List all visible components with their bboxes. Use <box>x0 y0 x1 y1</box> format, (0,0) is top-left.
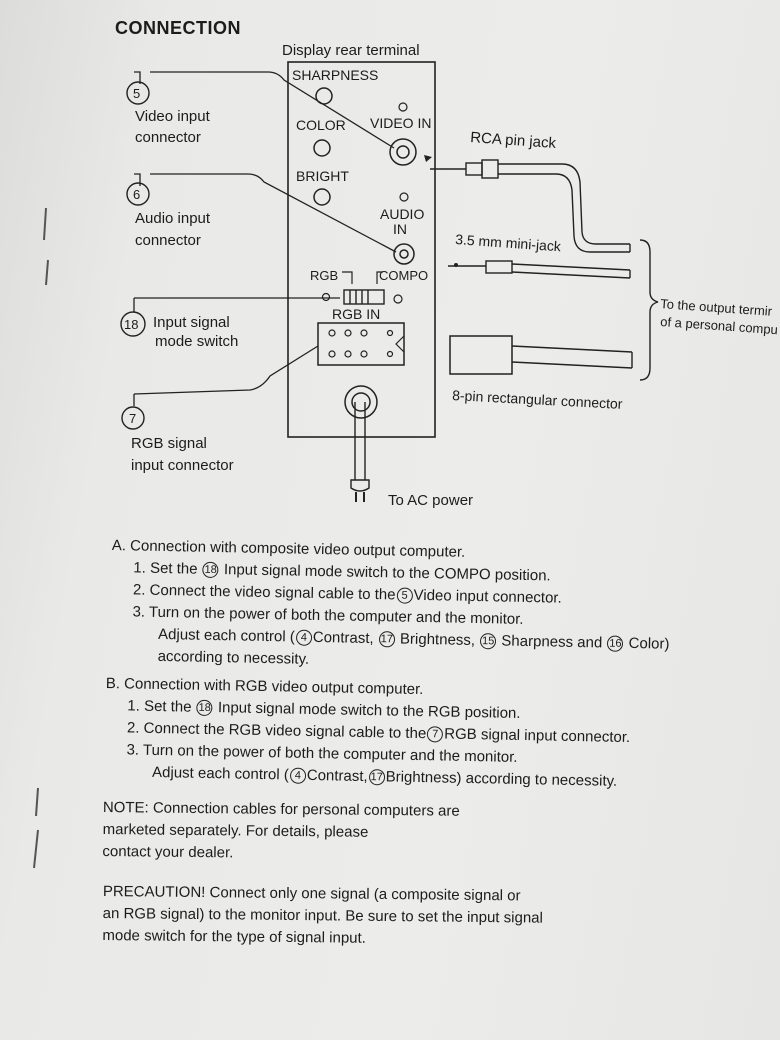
binder-mark <box>43 207 49 286</box>
rect-connector-label: 8-pin rectangular connector <box>452 387 623 412</box>
connection-diagram: Display rear terminal SHARPNESS COLOR VI… <box>43 42 778 509</box>
ac-cord-grommet-outer <box>344 385 378 419</box>
callout-18-num: 18 <box>124 317 138 332</box>
precaution-line-3: mode switch for the type of signal input… <box>102 926 366 947</box>
audio-in-jack-inner <box>399 249 409 259</box>
binder-marks-lower <box>33 787 39 869</box>
mini-jack-label: 3.5 mm mini-jack <box>455 231 563 254</box>
precaution-block: PRECAUTION! Connect only one signal (a c… <box>102 881 543 952</box>
output-brace <box>639 239 659 381</box>
callout-7-line1: RGB signal <box>131 435 207 452</box>
callout-6-line2: connector <box>135 232 201 249</box>
ac-cord <box>354 402 366 480</box>
rgb-switch-label: RGB <box>310 268 338 283</box>
video-in-jack-outer <box>389 138 417 166</box>
sharpness-label: SHARPNESS <box>292 67 378 83</box>
callout-5-line1: Video input <box>135 108 211 125</box>
callout-18-line1: Input signal <box>153 314 230 331</box>
callout-7-line2: input connector <box>131 457 234 474</box>
callout-18-line2: mode switch <box>155 333 238 350</box>
compo-switch-label: COMPO <box>379 268 428 283</box>
video-in-dot <box>398 102 408 112</box>
audio-in-dot <box>399 192 409 202</box>
video-in-jack-inner <box>396 145 410 159</box>
mini-jack-cable <box>511 263 631 279</box>
ac-power-label: To AC power <box>388 492 473 509</box>
audio-label: AUDIO <box>380 206 424 222</box>
rear-terminal-panel <box>287 61 436 438</box>
color-knob <box>313 139 331 157</box>
callout-6-num: 6 <box>133 187 140 202</box>
color-label: COLOR <box>296 117 346 133</box>
audio-in-label: IN <box>393 221 407 237</box>
callout-6-line1: Audio input <box>135 210 211 227</box>
rgb-in-label: RGB IN <box>332 306 380 322</box>
bright-knob <box>313 188 331 206</box>
callout-5-line2: connector <box>135 129 201 146</box>
rca-label: RCA pin jack <box>470 129 557 152</box>
note-line-3: contact your dealer. <box>102 842 234 862</box>
audio-in-jack-outer <box>393 243 415 265</box>
section-b: B. Connection with RGB video output comp… <box>104 673 631 793</box>
rgb-in-connector <box>317 322 405 366</box>
bright-label: BRIGHT <box>296 168 349 184</box>
rca-cable <box>498 163 630 253</box>
section-a: A. Connection with composite video outpu… <box>109 535 671 678</box>
panel-title: Display rear terminal <box>282 42 420 59</box>
mode-switch <box>343 289 385 305</box>
video-in-label: VIDEO IN <box>370 115 431 131</box>
callout-5-num: 5 <box>133 86 140 101</box>
ac-cord-grommet-inner <box>351 392 371 412</box>
page-heading: CONNECTION <box>115 18 241 38</box>
note-block: NOTE: Connection cables for personal com… <box>102 797 460 867</box>
callout-7-num: 7 <box>129 411 136 426</box>
rect-connector-body <box>449 335 513 375</box>
